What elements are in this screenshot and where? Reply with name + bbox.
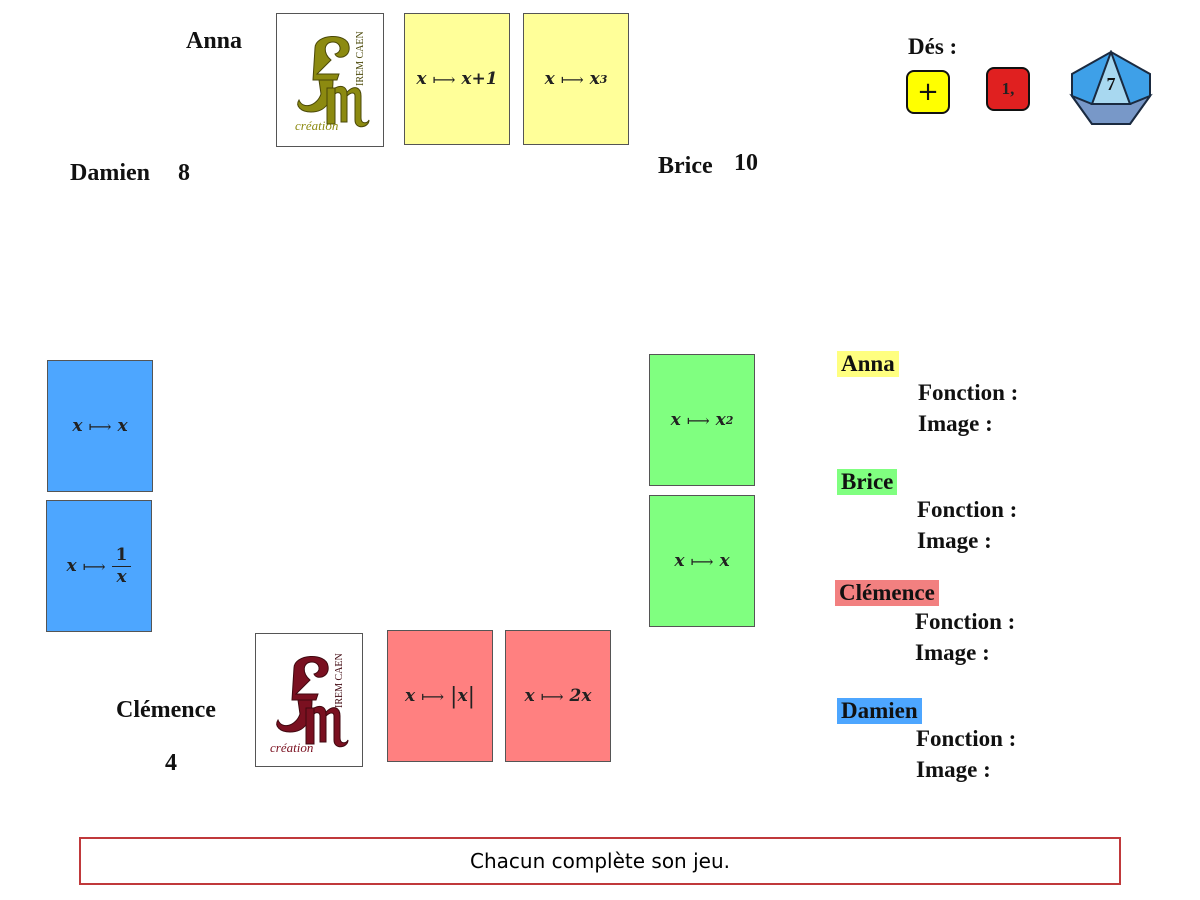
svg-text:création: création	[295, 118, 338, 133]
octahedron-die[interactable]: 7	[1068, 49, 1154, 128]
player-score-damien: 8	[178, 160, 190, 186]
summary-image-anna: Image :	[918, 411, 993, 436]
player-name-clemence: Clémence	[116, 697, 216, 723]
summary-fonction-anna: Fonction :	[918, 380, 1019, 405]
plus-icon: +	[917, 77, 939, 107]
function-card-2x[interactable]: x⟼2x	[505, 630, 611, 762]
deck-card-clemence[interactable]: création IREM CAEN	[255, 633, 363, 767]
player-score-clemence: 4	[165, 750, 177, 776]
player-score-brice: 10	[734, 150, 758, 176]
summary-image-clemence: Image :	[915, 640, 990, 665]
summary-image-damien: Image :	[916, 757, 991, 782]
summary-name-anna: Anna	[837, 351, 899, 377]
player-name-brice: Brice	[658, 153, 713, 179]
player-name-damien: Damien	[70, 160, 150, 186]
function-card-absolute-value[interactable]: x⟼|x|	[387, 630, 493, 762]
status-message-box: Chacun complète son jeu.	[79, 837, 1121, 885]
number-die[interactable]: 1,	[986, 67, 1030, 111]
function-card-identity-damien[interactable]: x⟼x	[47, 360, 153, 492]
status-message: Chacun complète son jeu.	[470, 849, 730, 873]
summary-name-clemence: Clémence	[835, 580, 939, 606]
irem-logo-icon: création IREM CAEN	[270, 653, 349, 755]
operation-die[interactable]: +	[906, 70, 950, 114]
svg-text:7: 7	[1107, 74, 1116, 94]
octahedron-die-icon: 7	[1069, 49, 1153, 125]
svg-text:IREM CAEN: IREM CAEN	[334, 653, 345, 708]
function-card-identity-brice[interactable]: x⟼x	[649, 495, 755, 627]
svg-text:création: création	[270, 740, 313, 755]
function-card-x-plus-1[interactable]: x⟼x+1	[404, 13, 510, 145]
irem-logo-icon: création IREM CAEN	[295, 31, 370, 133]
summary-fonction-brice: Fonction :	[917, 497, 1018, 522]
dice-label: Dés :	[908, 34, 958, 59]
svg-text:IREM CAEN: IREM CAEN	[355, 31, 366, 86]
deck-card-anna[interactable]: création IREM CAEN	[276, 13, 384, 147]
player-name-anna: Anna	[186, 28, 243, 54]
summary-name-damien: Damien	[837, 698, 922, 724]
summary-fonction-clemence: Fonction :	[915, 609, 1016, 634]
summary-fonction-damien: Fonction :	[916, 726, 1017, 751]
summary-image-brice: Image :	[917, 528, 992, 553]
summary-name-brice: Brice	[837, 469, 898, 495]
